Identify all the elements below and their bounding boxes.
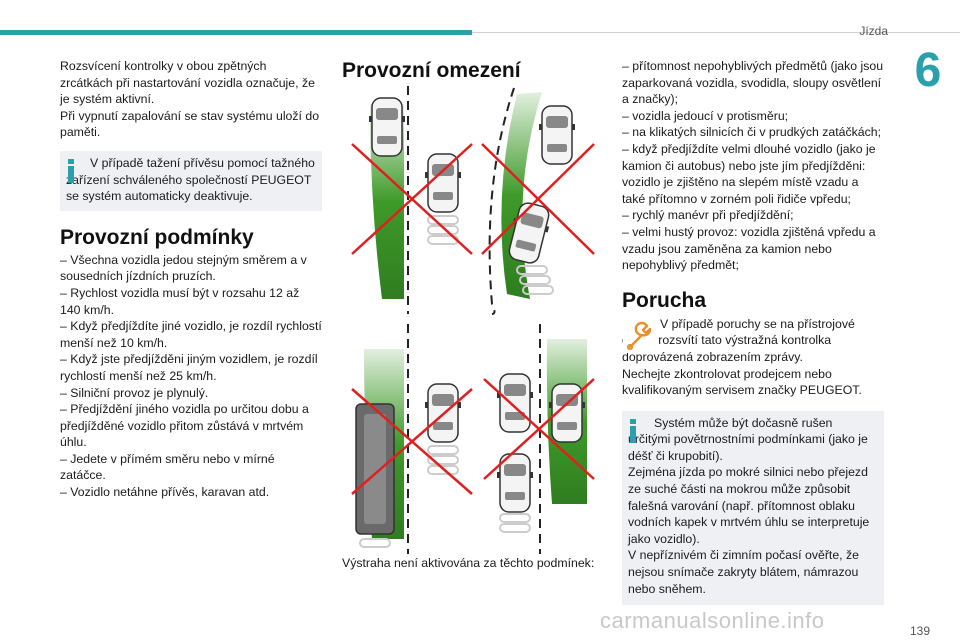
- limit-item: – vozidla jedoucí v protisměru;: [622, 108, 789, 123]
- limit-item: – velmi hustý provoz: vozidla zjištěná v…: [622, 224, 876, 273]
- page-number: 139: [909, 624, 930, 638]
- info-box-weather: Systém může být dočasně rušen určitými p…: [622, 410, 884, 606]
- info-icon: [66, 158, 76, 183]
- condition-item: – Když jste předjížděni jiným vozidlem, …: [60, 352, 318, 383]
- chapter-number: 6: [896, 40, 960, 102]
- car-icon: [368, 97, 406, 157]
- info-box-text: V případě tažení přívěsu pomocí tažného …: [66, 155, 315, 204]
- column-right: – přítomnost nepohyblivých předmětů (jak…: [622, 58, 884, 606]
- scene-dense-traffic: [483, 324, 595, 554]
- scene-stationary-objects: [351, 86, 473, 314]
- conditions-list: – Všechna vozidla jedou stejným směrem a…: [60, 252, 322, 501]
- fault-text-1: V případě poruchy se na přístrojové desc…: [622, 316, 855, 364]
- intro-paragraph-2: Při vypnutí zapalování se stav systému u…: [60, 108, 320, 140]
- condition-item: – Když předjíždíte jiné vozidlo, je rozd…: [60, 319, 322, 350]
- info-weather-3: V nepříznivém či zimním počasí ověřte, ž…: [628, 548, 859, 596]
- limit-item: – rychlý manévr při předjíždění;: [622, 208, 794, 223]
- condition-item: – Předjíždění jiného vozidla po určitou …: [60, 402, 309, 450]
- intro-paragraph-1: Rozsvícení kontrolky v obou zpětných zrc…: [60, 59, 315, 107]
- fault-text-2: Nechejte zkontrolovat prodejcem nebo kva…: [622, 366, 862, 398]
- condition-item: – Vozidlo netáhne přívěs, karavan atd.: [60, 485, 270, 500]
- info-icon: [628, 418, 638, 443]
- header-accent-bar: [0, 30, 472, 35]
- wrench-warning-icon: [623, 320, 655, 353]
- limit-item: – přítomnost nepohyblivých předmětů (jak…: [622, 59, 884, 107]
- info-weather-2: Zejména jízda po mokré silnici nebo přej…: [628, 465, 870, 546]
- limits-list: – přítomnost nepohyblivých předmětů (jak…: [622, 58, 884, 274]
- blind-spot-illustration: [351, 86, 595, 554]
- header-rule: [472, 32, 960, 33]
- info-box-trailer: V případě tažení přívěsu pomocí tažného …: [60, 150, 322, 211]
- condition-item: – Silniční provoz je plynulý.: [60, 385, 209, 400]
- car-icon: [496, 373, 534, 433]
- info-weather-1: Systém může být dočasně rušen určitými p…: [628, 415, 868, 463]
- column-left: Rozsvícení kontrolky v obou zpětných zrc…: [60, 58, 322, 501]
- scene-curve: [481, 87, 595, 315]
- conditions-heading: Provozní podmínky: [60, 225, 254, 249]
- fault-heading: Porucha: [622, 288, 707, 312]
- condition-item: – Jedete v přímém směru nebo v mírné zat…: [60, 451, 275, 483]
- limit-item: – na klikatých silnicích či v prudkých z…: [622, 125, 882, 140]
- limits-heading: Provozní omezení: [342, 59, 521, 82]
- limit-item: – když předjíždíte velmi dlouhé vozidlo …: [622, 141, 876, 206]
- illustration-caption: Výstraha není aktivována za těchto podmí…: [342, 556, 595, 570]
- section-title: Jízda: [859, 24, 888, 38]
- fault-section: V případě poruchy se na přístrojové desc…: [622, 316, 884, 399]
- condition-item: – Všechna vozidla jedou stejným směrem a…: [60, 252, 307, 284]
- scene-long-vehicle: [351, 324, 473, 554]
- condition-item: – Rychlost vozidla musí být v rozsahu 12…: [60, 285, 300, 317]
- watermark: carmanualsonline.info: [600, 608, 825, 633]
- car-icon: [538, 105, 576, 165]
